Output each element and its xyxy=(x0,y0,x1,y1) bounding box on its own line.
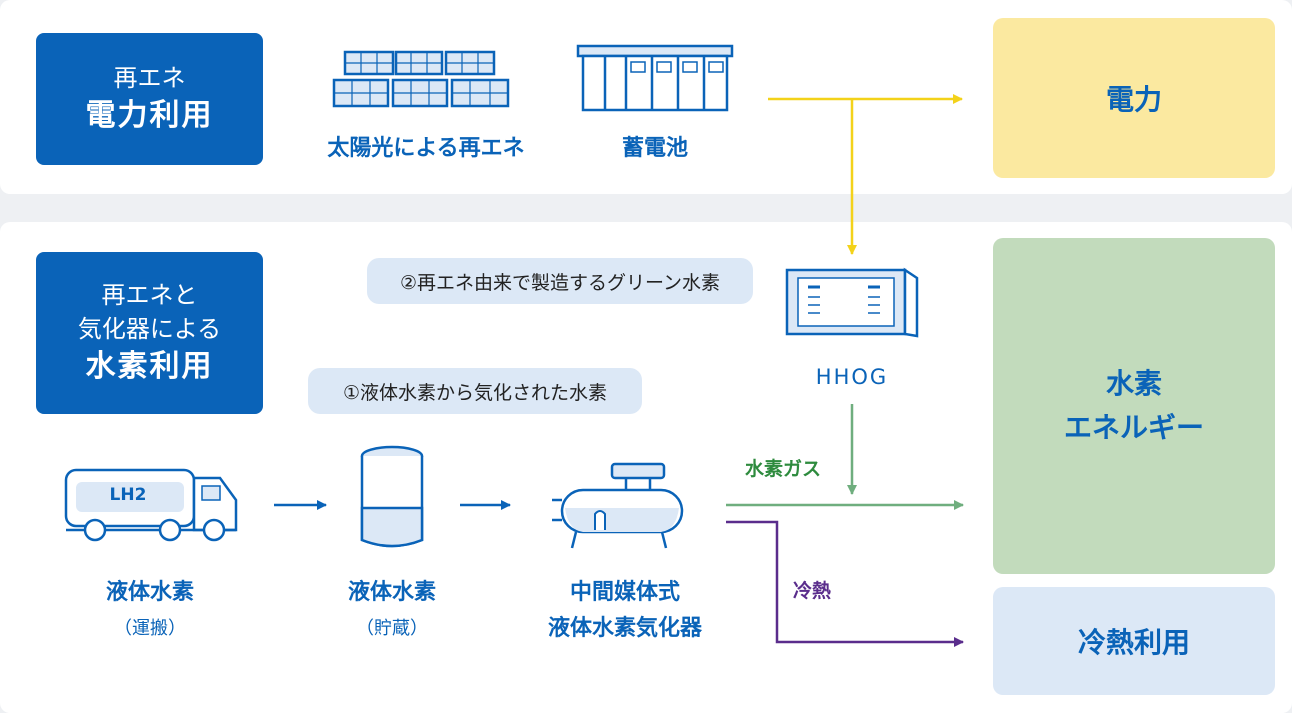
output-hydrogen-line1: 水素 xyxy=(1105,367,1162,400)
step2-sub: （貯蔵） xyxy=(356,618,428,639)
renewable-power-tag: 再エネ 電力利用 xyxy=(36,33,263,165)
battery-storage-icon xyxy=(576,44,734,112)
hydrogen-gas-label: 水素ガス xyxy=(745,458,822,480)
cold-energy-label: 冷熱 xyxy=(793,580,832,602)
output-power-label: 電力 xyxy=(1105,83,1162,116)
route2-text: ②再エネ由来で製造するグリーン水素 xyxy=(399,271,721,294)
storage-tank-icon xyxy=(360,445,424,548)
step3-label2: 液体水素気化器 xyxy=(547,616,702,641)
power-flow-arrows xyxy=(768,94,963,255)
hhog-label: HHOG xyxy=(815,365,889,389)
hydrogen-gas-arrows xyxy=(726,404,964,510)
step2-label: 液体水素 xyxy=(347,580,436,605)
step1-label: 液体水素 xyxy=(105,580,194,605)
cold-energy-arrow xyxy=(726,520,964,647)
hydrogen-use-tag: 再エネと 気化器による 水素利用 xyxy=(36,252,263,414)
route2-pill: ②再エネ由来で製造するグリーン水素 xyxy=(367,258,753,304)
tanker-truck-icon xyxy=(64,468,238,542)
battery-label: 蓄電池 xyxy=(621,136,688,161)
route1-text: ①液体水素から気化された水素 xyxy=(342,381,608,404)
output-hydrogen-line2: エネルギー xyxy=(1063,411,1204,444)
output-power-box: 電力 xyxy=(993,18,1275,178)
step3-label: 中間媒体式 xyxy=(569,580,680,605)
output-hydrogen-box: 水素 エネルギー xyxy=(993,238,1275,574)
step1-sub: （運搬） xyxy=(114,618,186,639)
output-cold-label: 冷熱利用 xyxy=(1077,626,1190,659)
vaporizer-icon xyxy=(552,462,684,549)
tag-line3: 水素利用 xyxy=(85,349,214,384)
route1-pill: ①液体水素から気化された水素 xyxy=(308,368,642,414)
tag-line2: 気化器による xyxy=(77,315,222,343)
tag-line2: 電力利用 xyxy=(85,98,214,133)
tag-line1: 再エネ xyxy=(113,64,186,92)
tag-line1: 再エネと xyxy=(101,281,198,309)
hhog-unit-icon xyxy=(785,267,919,338)
truck-lh2-badge: LH2 xyxy=(110,485,147,505)
output-cold-box: 冷熱利用 xyxy=(993,587,1275,695)
solar-panel-icon xyxy=(332,50,510,108)
solar-label: 太陽光による再エネ xyxy=(327,136,525,161)
